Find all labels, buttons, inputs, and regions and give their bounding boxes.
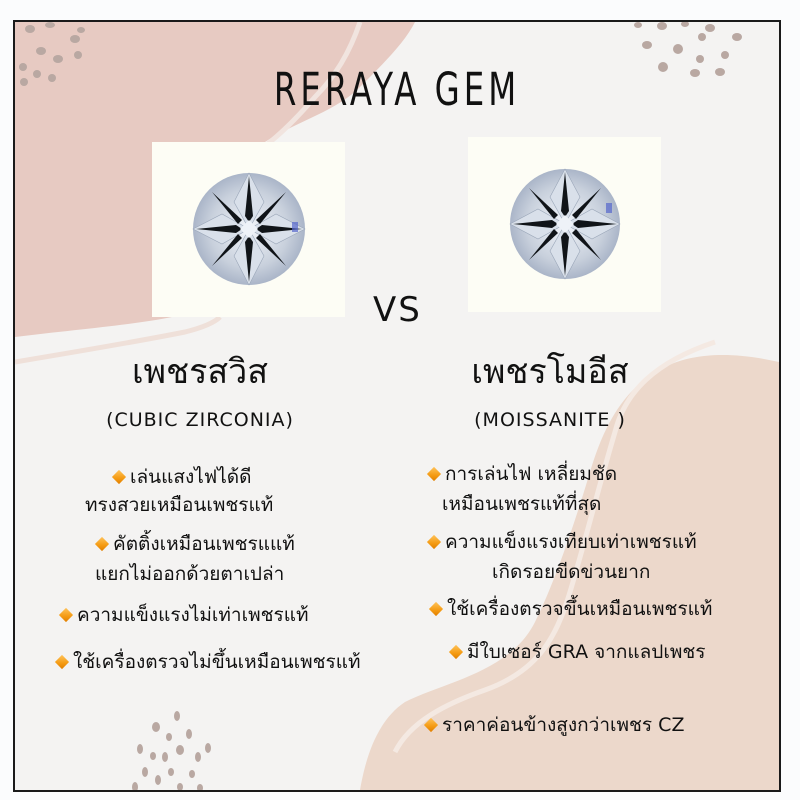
diamond-icon — [509, 168, 621, 280]
left-bullet-3: ความแข็งแรงไม่เท่าเพชรแท้ — [57, 600, 308, 630]
cubic-zirconia-image — [152, 142, 345, 317]
orange-diamond-icon — [111, 469, 127, 484]
vs-label: VS — [373, 290, 422, 330]
orange-diamond-icon — [58, 607, 74, 622]
right-bullet-4: มีใบเซอร์ GRA จากแลปเพชร — [447, 637, 705, 667]
left-bullet-1-line2: ทรงสวยเหมือนเพชรแท้ — [85, 494, 274, 516]
orange-diamond-icon — [448, 644, 464, 659]
right-name-thai: เพชรโมอีส — [471, 352, 629, 392]
left-bullet-4: ใช้เครื่องตรวจไม่ขึ้นเหมือนเพชรแท้ — [53, 647, 361, 677]
diamond-icon — [192, 172, 306, 286]
orange-diamond-icon — [94, 536, 110, 551]
poster-frame: RERAYA GEM — [13, 20, 781, 792]
left-bullet-2: คัตติ้งเหมือนเพชรแแท้ — [93, 529, 295, 559]
right-bullet-3: ใช้เครื่องตรวจขึ้นเหมือนเพชรแท้ — [427, 594, 712, 624]
right-bullet-1: การเล่นไฟ เหลี่ยมชัด — [425, 459, 617, 489]
left-bullet-1: เล่นแสงไฟได้ดี — [110, 462, 252, 492]
right-bullet-2: ความแข็งแรงเทียบเท่าเพชรแท้ — [425, 527, 697, 557]
right-bullet-2-line2: เกิดรอยขีดข่วนยาก — [492, 561, 651, 583]
left-bullet-2-line2: แยกไม่ออกด้วยตาเปล่า — [95, 563, 285, 585]
orange-diamond-icon — [426, 534, 442, 549]
orange-diamond-icon — [423, 717, 439, 732]
right-name-english: (MOISSANITE ) — [474, 409, 626, 431]
left-name-thai: เพชรสวิส — [132, 352, 268, 392]
brand-title: RERAYA GEM — [273, 64, 521, 117]
orange-diamond-icon — [428, 601, 444, 616]
orange-diamond-icon — [54, 654, 70, 669]
moissanite-image — [468, 137, 661, 312]
right-bullet-1-line2: เหมือนเพชรแท้ที่สุด — [442, 493, 602, 515]
orange-diamond-icon — [426, 466, 442, 481]
left-name-english: (CUBIC ZIRCONIA) — [106, 409, 294, 431]
right-bullet-5: ราคาค่อนข้างสูงกว่าเพชร CZ — [422, 710, 684, 740]
